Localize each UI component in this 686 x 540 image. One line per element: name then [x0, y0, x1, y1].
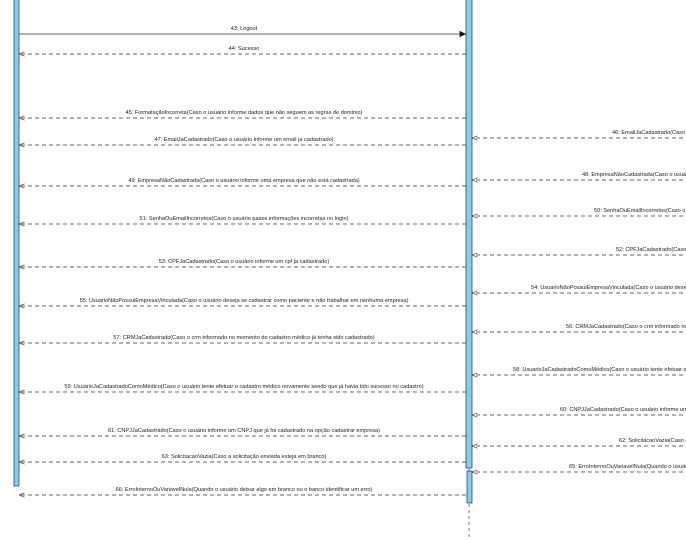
- message-50: 50: SenhaOuEmailIncorretos(Caso o usuári…: [472, 208, 686, 216]
- message-label: 51: SenhaOuEmailIncorretos(Caso o usuári…: [140, 216, 349, 222]
- message-label: 45: FormataçãoIncorreta(Caso o usuário i…: [126, 110, 363, 116]
- message-label: 66: ErroInternoOuVariavelNula(Quando o u…: [116, 487, 373, 493]
- message-label: 53: CPFJaCadastrado(Caso o usuário infor…: [159, 259, 330, 265]
- message-62: 62: SolicitacaoVazia(Caso a solicitação …: [472, 438, 686, 446]
- message-52: 52: CPFJaCadastrado(Caso o usuário infor…: [472, 247, 686, 255]
- message-label: 58: UsuarioJaCadastradoComoMédico(Caso o…: [513, 367, 686, 373]
- message-48: 48: EmpresaNãoCadastrada(Caso o usuário …: [472, 172, 686, 180]
- message-45: 45: FormataçãoIncorreta(Caso o usuário i…: [19, 110, 466, 118]
- message-44: 44: Sucesso: [19, 46, 466, 54]
- message-54: 54: UsuarioNãoPossuiEmpresaVinculada(Cas…: [472, 285, 686, 293]
- message-63: 63: SolicitacaoVazia(Caso a solicitação …: [19, 454, 466, 462]
- message-label: 63: SolicitacaoVazia(Caso a solicitação …: [162, 454, 327, 460]
- message-53: 53: CPFJaCadastrado(Caso o usuário infor…: [19, 259, 466, 267]
- message-51: 51: SenhaOuEmailIncorretos(Caso o usuári…: [19, 216, 466, 224]
- message-label: 50: SenhaOuEmailIncorretos(Caso o usuári…: [594, 208, 686, 214]
- message-46: 46: EmailJaCadastrado(Caso o usuário inf…: [472, 130, 686, 138]
- message-label: 43: Logout: [231, 26, 258, 32]
- message-label: 60: CNPJJaCadastrado(Caso o usuário info…: [560, 407, 686, 413]
- message-59: 59: UsuarioJaCadastradoComoMédico(Caso o…: [19, 384, 466, 392]
- message-60: 60: CNPJJaCadastrado(Caso o usuário info…: [472, 407, 686, 415]
- message-label: 54: UsuarioNãoPossuiEmpresaVinculada(Cas…: [531, 285, 686, 291]
- message-47: 47: EmailJaCadastrado(Caso o usuário inf…: [19, 137, 466, 145]
- message-label: 62: SolicitacaoVazia(Caso a solicitação …: [619, 438, 686, 444]
- message-66: 66: ErroInternoOuVariavelNula(Quando o u…: [19, 487, 466, 495]
- message-list: 43: Logout 44: Sucesso 45: FormataçãoIncor…: [19, 26, 686, 495]
- message-label: 59: UsuarioJaCadastradoComoMédico(Caso o…: [64, 384, 423, 390]
- message-label: 56: CRMJaCadastrado(Caso o crm informado…: [566, 324, 686, 330]
- message-56: 56: CRMJaCadastrado(Caso o crm informado…: [472, 324, 686, 332]
- message-61: 61: CNPJJaCadastrado(Caso o usuário info…: [19, 428, 466, 436]
- message-label: 49: EmpresaNãoCadastrada(Caso o usuário …: [128, 178, 359, 184]
- message-label: 48: EmpresaNãoCadastrada(Caso o usuário …: [582, 172, 686, 178]
- message-label: 57: CRMJaCadastrado(Caso o crm informado…: [113, 335, 374, 341]
- message-58: 58: UsuarioJaCadastradoComoMédico(Caso o…: [472, 367, 686, 375]
- message-label: 46: EmailJaCadastrado(Caso o usuário inf…: [612, 130, 686, 136]
- message-label: 55: UsuarioNãoPossuiEmpresaVinculada(Cas…: [80, 298, 409, 304]
- activation-bar-middle: [465, 0, 473, 469]
- message-55: 55: UsuarioNãoPossuiEmpresaVinculada(Cas…: [19, 298, 466, 306]
- message-65: 65: ErroInternoOuVariavelNula(Quando o u…: [472, 464, 686, 472]
- activation-bar-middle-lower: [466, 470, 473, 504]
- message-43: 43: Logout: [19, 26, 466, 38]
- message-label: 52: CPFJaCadastrado(Caso o usuário infor…: [616, 247, 686, 253]
- message-49: 49: EmpresaNãoCadastrada(Caso o usuário …: [19, 178, 466, 186]
- message-57: 57: CRMJaCadastrado(Caso o crm informado…: [19, 335, 466, 343]
- message-label: 65: ErroInternoOuVariavelNula(Quando o u…: [569, 464, 686, 470]
- message-label: 47: EmailJaCadastrado(Caso o usuário inf…: [154, 137, 333, 143]
- message-label: 61: CNPJJaCadastrado(Caso o usuário info…: [108, 428, 380, 434]
- activation-bar-left: [13, 0, 20, 487]
- message-label: 44: Sucesso: [229, 46, 260, 52]
